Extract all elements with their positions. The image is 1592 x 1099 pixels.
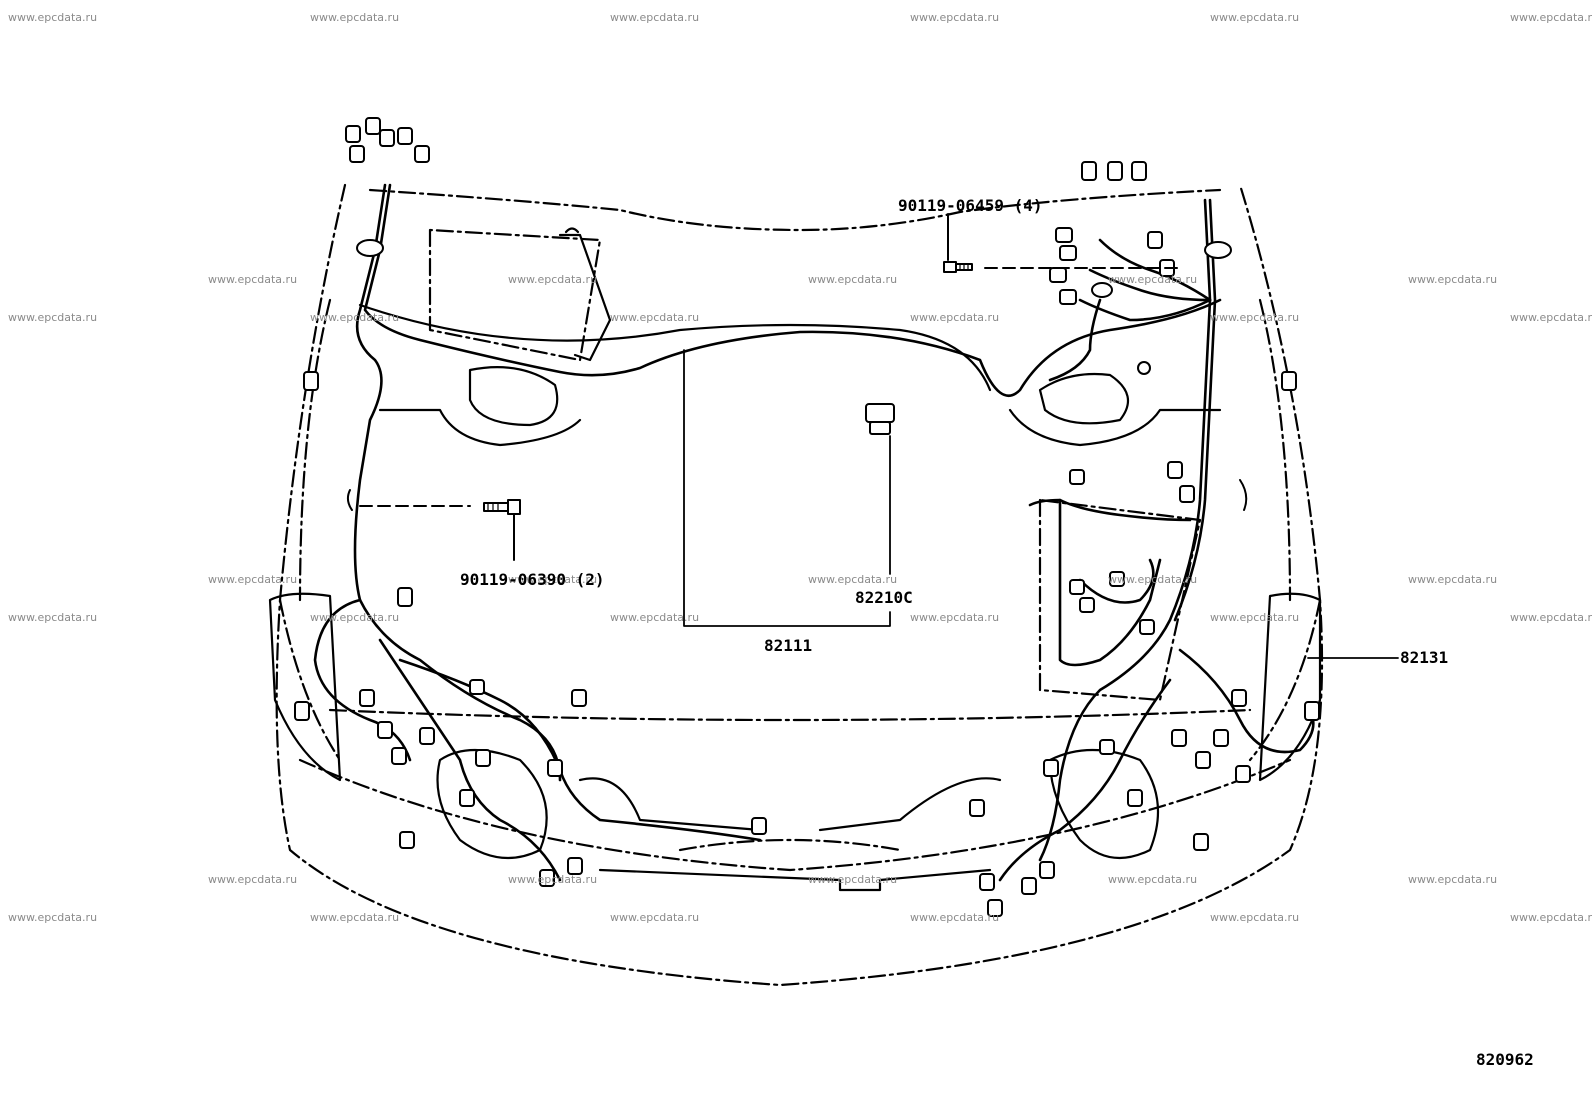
watermark: www.epcdata.ru bbox=[1210, 11, 1300, 24]
watermark: www.epcdata.ru bbox=[610, 611, 700, 624]
watermark: www.epcdata.ru bbox=[610, 911, 700, 924]
callout-right-harness: 82131 bbox=[1400, 648, 1449, 667]
watermark: www.epcdata.ru bbox=[208, 873, 298, 886]
watermark: www.epcdata.ru bbox=[208, 273, 298, 286]
watermark: www.epcdata.ru bbox=[1408, 873, 1498, 886]
watermark: www.epcdata.ru bbox=[910, 611, 1000, 624]
watermark: www.epcdata.ru bbox=[1108, 273, 1198, 286]
watermark: www.epcdata.ru bbox=[1210, 311, 1300, 324]
callout-wire-harness: 82111 bbox=[764, 636, 813, 655]
watermark: www.epcdata.ru bbox=[910, 911, 1000, 924]
main-wire-harness bbox=[313, 183, 1315, 882]
watermark: www.epcdata.ru bbox=[910, 311, 1000, 324]
leader-lines bbox=[683, 349, 1399, 659]
watermark: www.epcdata.ru bbox=[1210, 911, 1300, 924]
body-panels bbox=[268, 303, 1322, 892]
watermark: www.epcdata.ru bbox=[1510, 311, 1592, 324]
watermark: www.epcdata.ru bbox=[1408, 573, 1498, 586]
figure-number: 820962 bbox=[1476, 1050, 1534, 1069]
watermark: www.epcdata.ru bbox=[8, 911, 98, 924]
watermark: www.epcdata.ru bbox=[610, 311, 700, 324]
watermark: www.epcdata.ru bbox=[808, 873, 898, 886]
bracket-upper-left bbox=[558, 227, 612, 362]
watermark: www.epcdata.ru bbox=[1108, 873, 1198, 886]
watermark: www.epcdata.ru bbox=[910, 11, 1000, 24]
watermark: www.epcdata.ru bbox=[8, 311, 98, 324]
watermark: www.epcdata.ru bbox=[508, 873, 598, 886]
watermark: www.epcdata.ru bbox=[808, 573, 898, 586]
watermark: www.epcdata.ru bbox=[208, 573, 298, 586]
watermark: www.epcdata.ru bbox=[610, 11, 700, 24]
watermark: www.epcdata.ru bbox=[1510, 611, 1592, 624]
watermark: www.epcdata.ru bbox=[310, 11, 400, 24]
watermark: www.epcdata.ru bbox=[1510, 911, 1592, 924]
watermark: www.epcdata.ru bbox=[310, 311, 400, 324]
bolt-upper bbox=[943, 213, 1181, 273]
watermark: www.epcdata.ru bbox=[508, 573, 598, 586]
watermark: www.epcdata.ru bbox=[1210, 611, 1300, 624]
callout-bolt-upper: 90119-06459 (4) bbox=[898, 196, 1043, 215]
callout-bolt-lower: 90119-06390 (2) bbox=[460, 570, 605, 589]
watermark: www.epcdata.ru bbox=[8, 11, 98, 24]
watermark: www.epcdata.ru bbox=[1408, 273, 1498, 286]
watermark: www.epcdata.ru bbox=[310, 911, 400, 924]
connectors bbox=[294, 117, 1320, 917]
watermark: www.epcdata.ru bbox=[1510, 11, 1592, 24]
bolt-lower bbox=[359, 499, 521, 561]
watermark: www.epcdata.ru bbox=[508, 273, 598, 286]
watermark: www.epcdata.ru bbox=[1108, 573, 1198, 586]
watermark: www.epcdata.ru bbox=[808, 273, 898, 286]
callout-connector: 82210C bbox=[855, 588, 913, 607]
watermark: www.epcdata.ru bbox=[8, 611, 98, 624]
watermark: www.epcdata.ru bbox=[310, 611, 400, 624]
